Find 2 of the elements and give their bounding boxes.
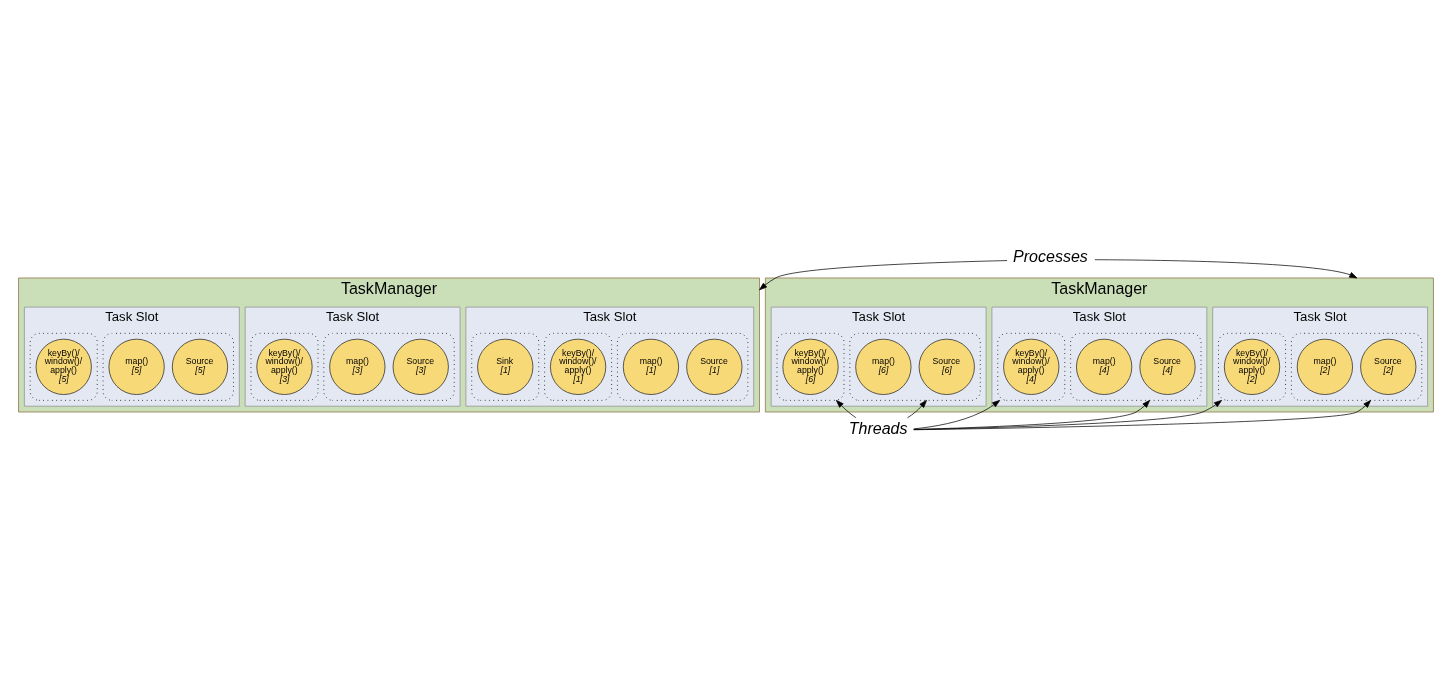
node-text: Threads	[848, 419, 908, 438]
node-text: Processes	[1013, 247, 1088, 266]
